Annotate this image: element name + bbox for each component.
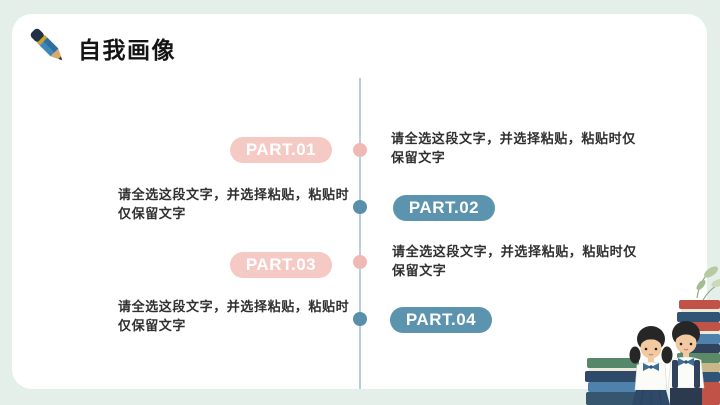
- students-books-illustration: [585, 266, 720, 405]
- page-title: 自我画像: [78, 37, 176, 63]
- boy-figure: [667, 321, 705, 405]
- part-03-label: PART.03: [230, 252, 332, 278]
- timeline-line: [359, 78, 361, 389]
- timeline-dot-2: [353, 200, 367, 214]
- timeline-dot-4: [353, 312, 367, 326]
- part-02-label: PART.02: [393, 195, 495, 221]
- left-book-stack: [585, 358, 639, 405]
- part-01-label: PART.01: [230, 137, 332, 163]
- part-02-description: 请全选这段文字，并选择粘贴，粘贴时仅保留文字: [118, 187, 350, 221]
- part-04-description: 请全选这段文字，并选择粘贴，粘贴时仅保留文字: [118, 299, 350, 333]
- timeline-dot-1: [353, 143, 367, 157]
- part-01-description: 请全选这段文字，并选择粘贴，粘贴时仅保留文字: [391, 131, 636, 165]
- timeline-dot-3: [353, 255, 367, 269]
- part-04-label: PART.04: [390, 307, 492, 333]
- part-03-description: 请全选这段文字，并选择粘贴，粘贴时仅保留文字: [392, 244, 637, 278]
- girl-figure: [629, 326, 673, 405]
- pencil-icon: [30, 28, 63, 61]
